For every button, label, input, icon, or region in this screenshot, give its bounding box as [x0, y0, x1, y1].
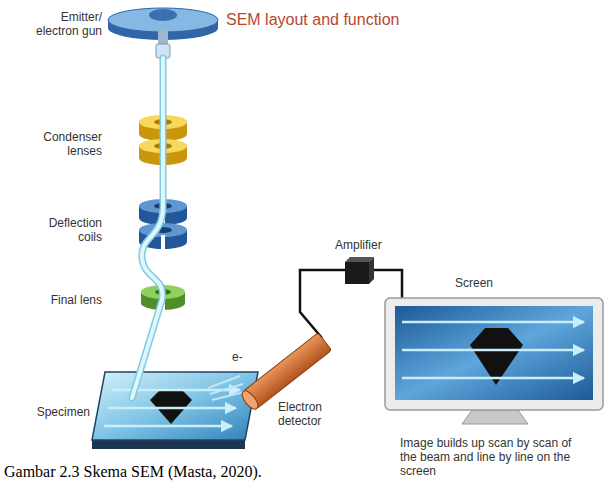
- part-label: Screen: [455, 276, 535, 290]
- diagram-title: SEM layout and function: [226, 10, 399, 30]
- gun-hub: [149, 9, 177, 21]
- scan-line: [108, 407, 236, 410]
- note-text: Image builds up scan by scan of the beam…: [400, 436, 585, 478]
- part-label: Amplifier: [335, 238, 415, 252]
- electron-gun: [108, 8, 218, 58]
- amplifier-box: [345, 257, 374, 284]
- scan-line: [402, 321, 584, 324]
- coil-slit: [161, 235, 165, 250]
- amplifier-top: [345, 257, 374, 262]
- part-label: Final lens: [22, 293, 102, 307]
- emitted-electrons: [208, 376, 244, 400]
- specimen-slab: [92, 372, 258, 449]
- part-label: Condenser lenses: [22, 130, 102, 158]
- detector-body: [243, 333, 331, 409]
- specimen-top: [92, 372, 258, 440]
- part-label: Electron detector: [278, 400, 348, 428]
- monitor-bezel: [385, 298, 603, 410]
- monitor: [385, 298, 603, 424]
- part-label: Specimen: [20, 405, 90, 419]
- specimen-side: [92, 440, 245, 449]
- signal-wire: [300, 270, 345, 338]
- part-label: Emitter/ electron gun: [22, 10, 102, 38]
- amplifier-side: [369, 257, 374, 284]
- detector-face: [239, 388, 260, 411]
- amplifier-front: [345, 262, 369, 284]
- scan-line: [402, 377, 584, 380]
- electron-ray: [212, 392, 244, 400]
- image-gem: [470, 328, 523, 385]
- electron-detector: [239, 333, 331, 412]
- scan-line: [104, 425, 232, 428]
- part-label: Deflection coils: [22, 216, 102, 244]
- scan-line: [402, 349, 584, 352]
- monitor-stand: [462, 410, 528, 424]
- electron-beam: [132, 58, 163, 398]
- electron-label: e-: [232, 350, 252, 364]
- gun-disc-top: [108, 8, 218, 32]
- electron-beam-edge: [132, 58, 163, 398]
- figure-caption: Gambar 2.3 Skema SEM (Masta, 2020).: [4, 462, 262, 482]
- monitor-screen: [395, 306, 593, 400]
